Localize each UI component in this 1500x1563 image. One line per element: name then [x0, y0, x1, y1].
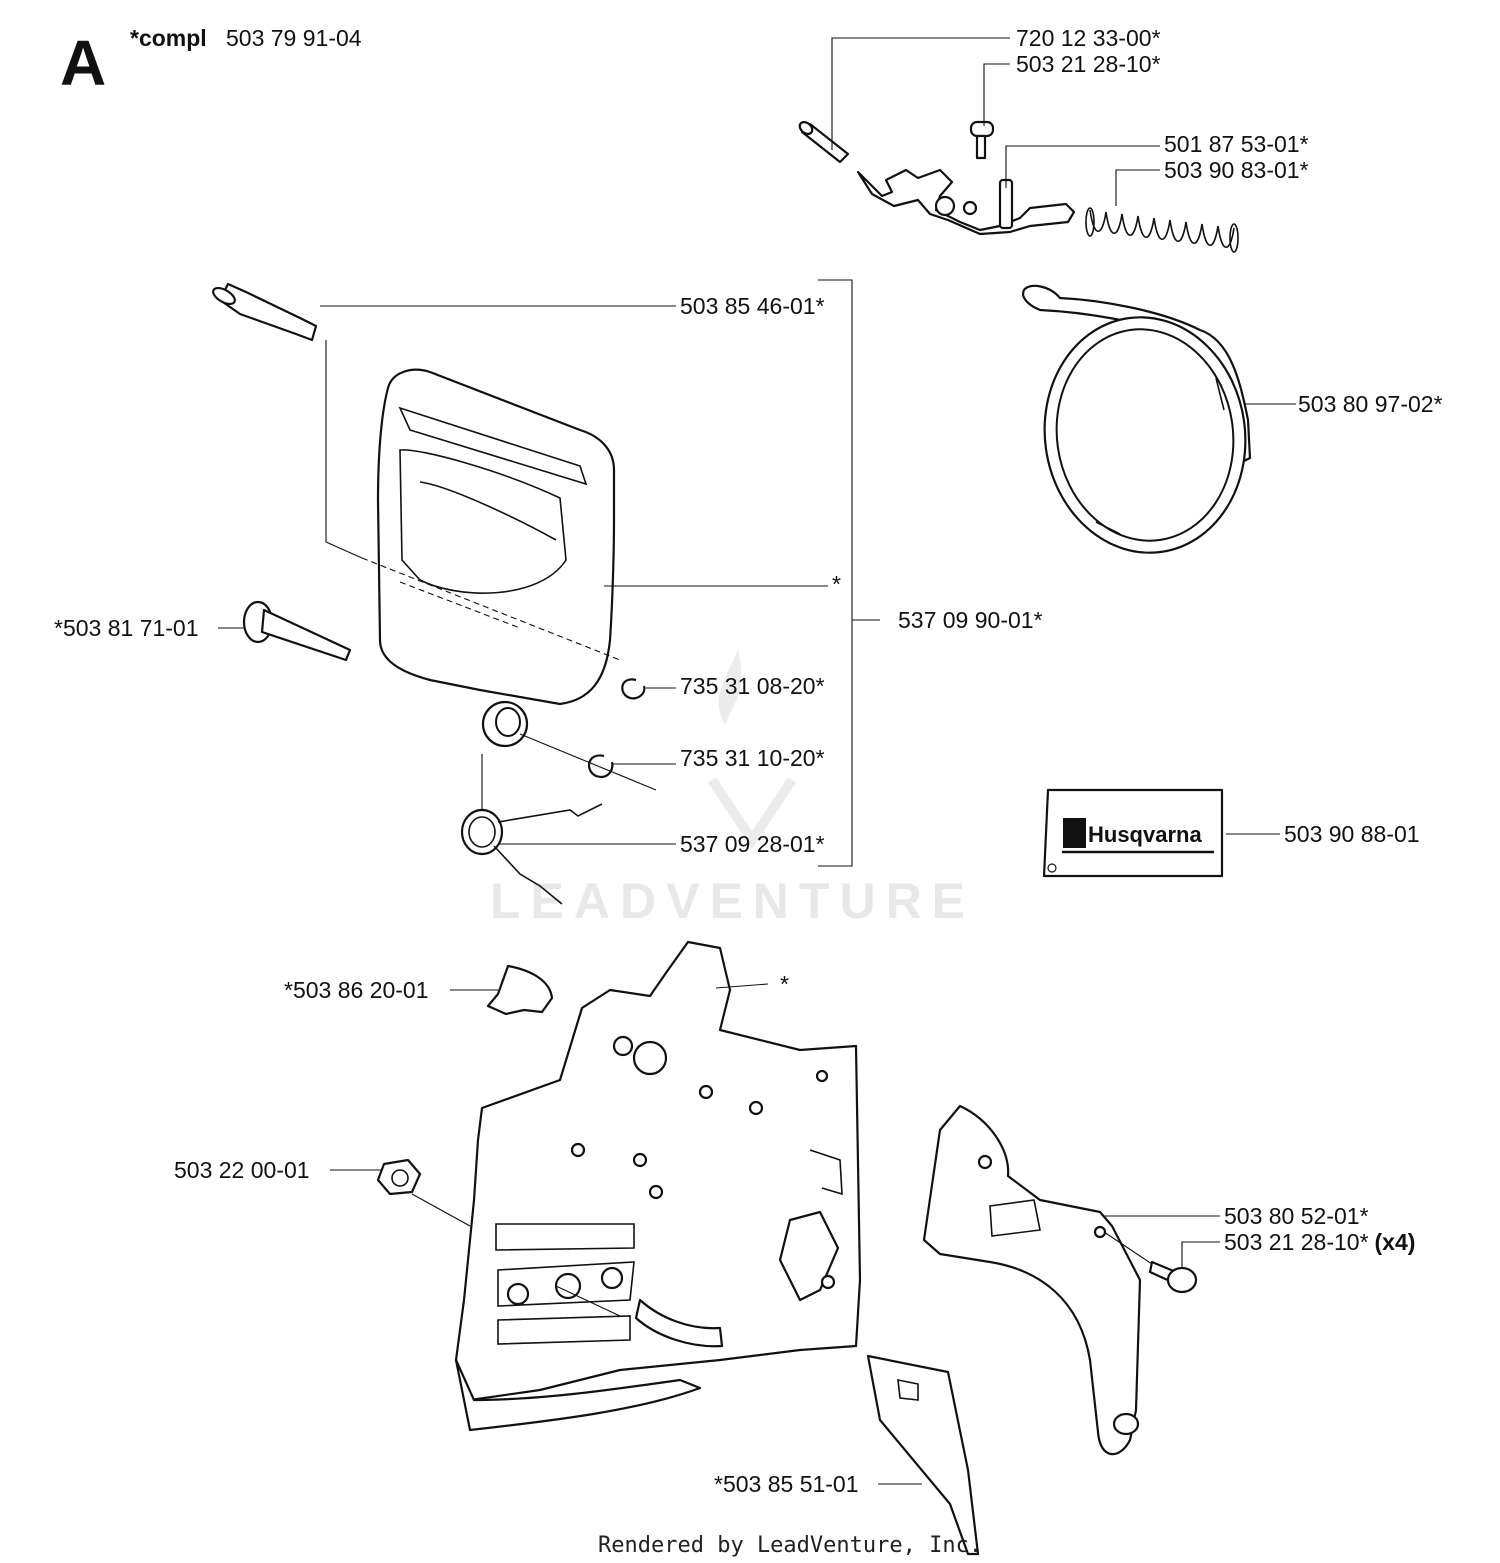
brake-band-part — [1022, 284, 1252, 554]
label-slide-plate: *503 85 51-01 — [714, 1471, 859, 1497]
label-screw-x4: 503 21 28-10*(x4) — [1224, 1229, 1415, 1255]
coil-spring-part — [1085, 207, 1239, 253]
husqvarna-decal: Husqvarna — [1042, 788, 1224, 878]
pin-part — [798, 120, 850, 164]
label-circlip-b: 735 31 10-20* — [680, 745, 825, 771]
label-brake-band: 503 80 97-02* — [1298, 391, 1443, 417]
clutch-cover-part — [454, 940, 862, 1432]
footer-credit: Rendered by LeadVenture, Inc. — [598, 1533, 982, 1558]
label-circlip-a: 735 31 08-20* — [680, 673, 825, 699]
label-screw-top: 503 21 28-10* — [1016, 51, 1161, 77]
label-sleeve: *503 86 20-01 — [284, 977, 429, 1003]
label-screw-x4-number: 503 21 28-10* — [1224, 1229, 1369, 1255]
label-pin: 720 12 33-00* — [1016, 25, 1161, 51]
bolt-part — [212, 282, 318, 342]
circlip-b-part — [587, 754, 614, 778]
label-handle-star: * — [832, 571, 841, 597]
label-shaft: *503 81 71-01 — [54, 615, 199, 641]
decal-brand: Husqvarna — [1088, 822, 1202, 847]
watermark: LEADVENTURE — [490, 650, 975, 929]
nut-part — [376, 1158, 422, 1196]
label-decal: 503 90 88-01 — [1284, 821, 1420, 847]
sleeve-part — [486, 964, 554, 1016]
label-guard-plate: 503 80 52-01* — [1224, 1203, 1369, 1229]
brake-lever-part — [856, 168, 1076, 236]
shaft-part — [242, 600, 352, 662]
label-brake-assembly: 537 09 90-01* — [898, 607, 1043, 633]
leader-lines — [218, 37, 1296, 1485]
label-cover-star: * — [780, 971, 789, 997]
label-bolt: 503 85 46-01* — [680, 293, 825, 319]
section-letter: A — [60, 27, 106, 99]
label-nut: 503 22 00-01 — [174, 1157, 310, 1183]
screw-top-part — [969, 120, 995, 160]
assembly-number: 503 79 91-04 — [226, 25, 362, 51]
watermark-text: LEADVENTURE — [490, 873, 975, 929]
label-torsion-spring: 537 09 28-01* — [680, 831, 825, 857]
guard-plate-part — [922, 1104, 1142, 1456]
label-spring: 503 90 83-01* — [1164, 157, 1309, 183]
label-lever: 501 87 53-01* — [1164, 131, 1309, 157]
slide-plate-part — [866, 1354, 980, 1556]
assembly-prefix: *compl — [130, 25, 207, 51]
circlip-a-part — [621, 678, 646, 700]
brake-handle-part — [376, 368, 616, 748]
screw-x4-part — [1148, 1260, 1198, 1294]
label-screw-x4-qty: (x4) — [1375, 1229, 1416, 1255]
